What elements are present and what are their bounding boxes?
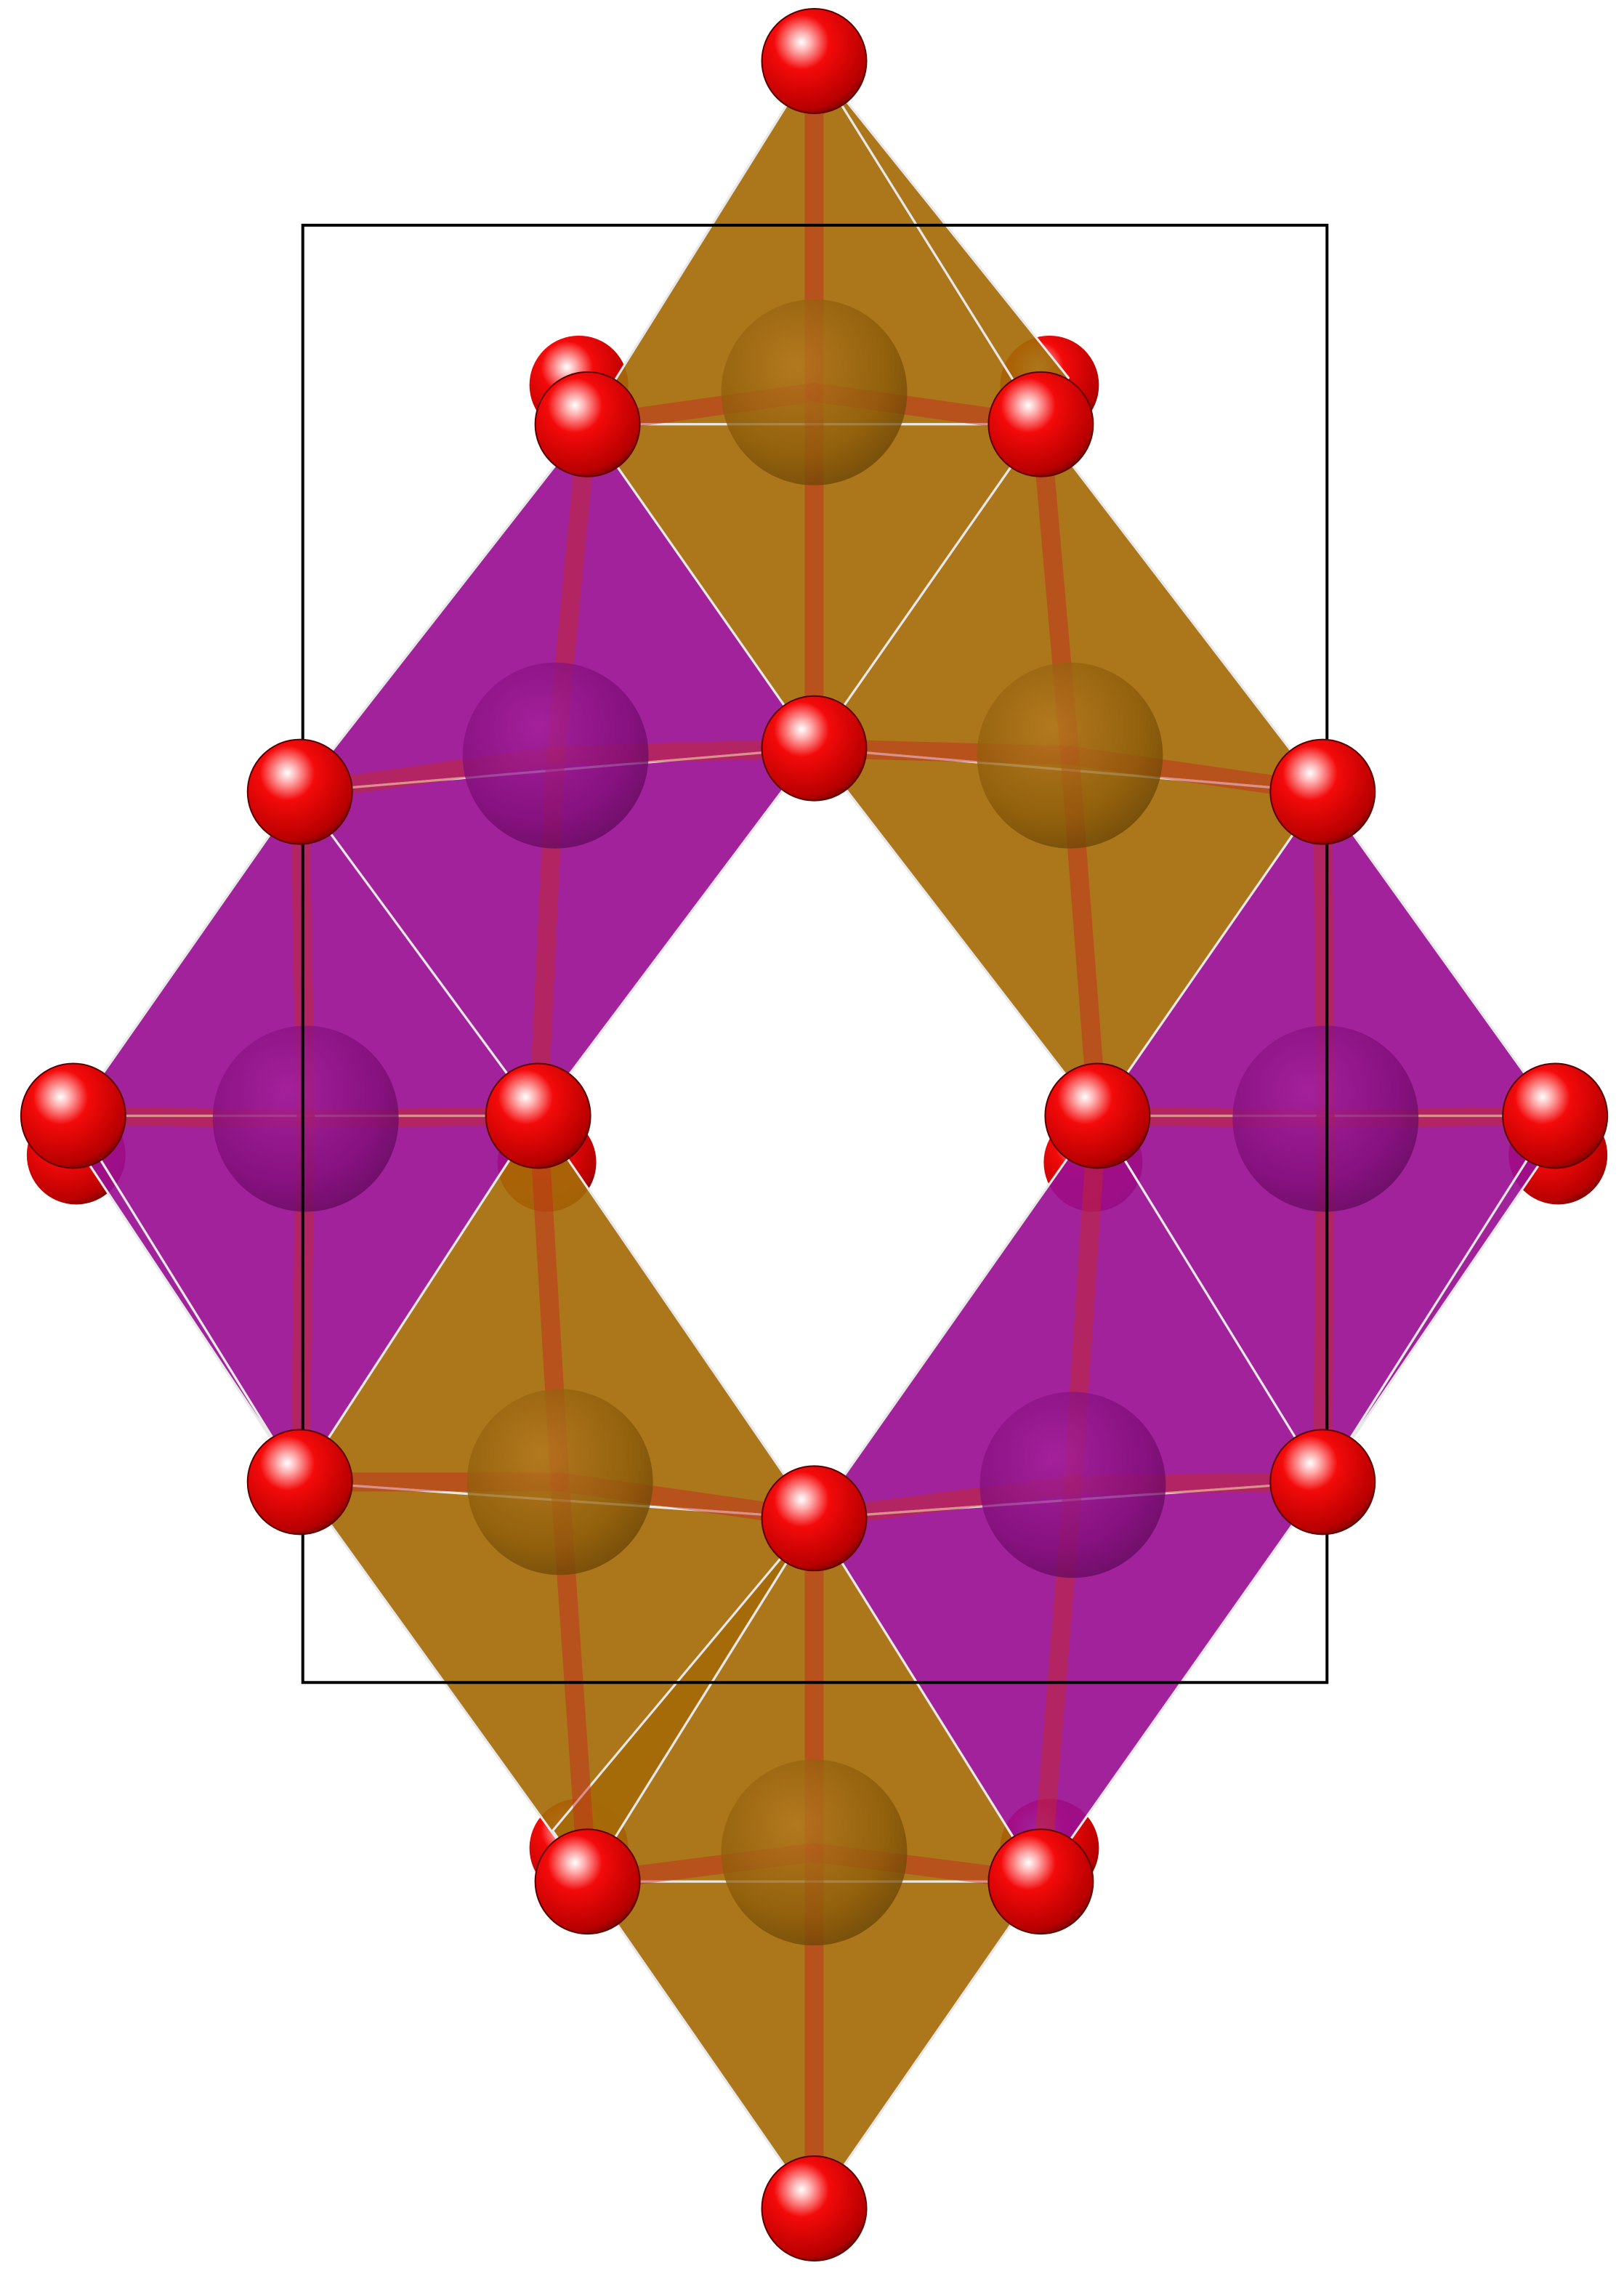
oxygen-atom-11 [246,1429,353,1536]
oxygen-atom-16 [761,2155,868,2262]
oxygen-atom-4 [761,695,868,802]
metal-center-atom-8 [721,1759,908,1946]
oxygen-atom-6 [1269,738,1376,845]
oxygen-atom-3 [987,371,1094,477]
metal-center-atom-1 [721,299,908,485]
oxygen-atom-1 [761,7,868,114]
metal-center-atom-4 [212,1025,399,1212]
oxygen-atom-9 [1044,1062,1151,1169]
polyhedra-layer [72,60,1556,2210]
metal-center-atom-2 [462,662,649,849]
oxygen-atom-7 [20,1062,126,1169]
unit-cell-layer [301,223,1329,1684]
unit-cell-outline [301,223,1329,1684]
oxygen-atom-10 [1502,1062,1609,1169]
oxygen-atoms-layer [20,7,1609,2262]
oxygen-atom-12 [1269,1429,1376,1536]
oxygen-atom-13 [761,1465,868,1572]
metal-center-atom-6 [466,1389,653,1575]
oxygen-atom-14 [534,1828,641,1935]
oxygen-atom-8 [485,1062,591,1169]
metal-center-atom-7 [979,1392,1166,1578]
oxygen-atom-5 [246,738,353,845]
oxygen-atom-15 [987,1828,1094,1935]
oxygen-atom-2 [534,371,641,477]
metal-center-atom-3 [977,662,1163,849]
octahedron-top [586,60,1070,750]
